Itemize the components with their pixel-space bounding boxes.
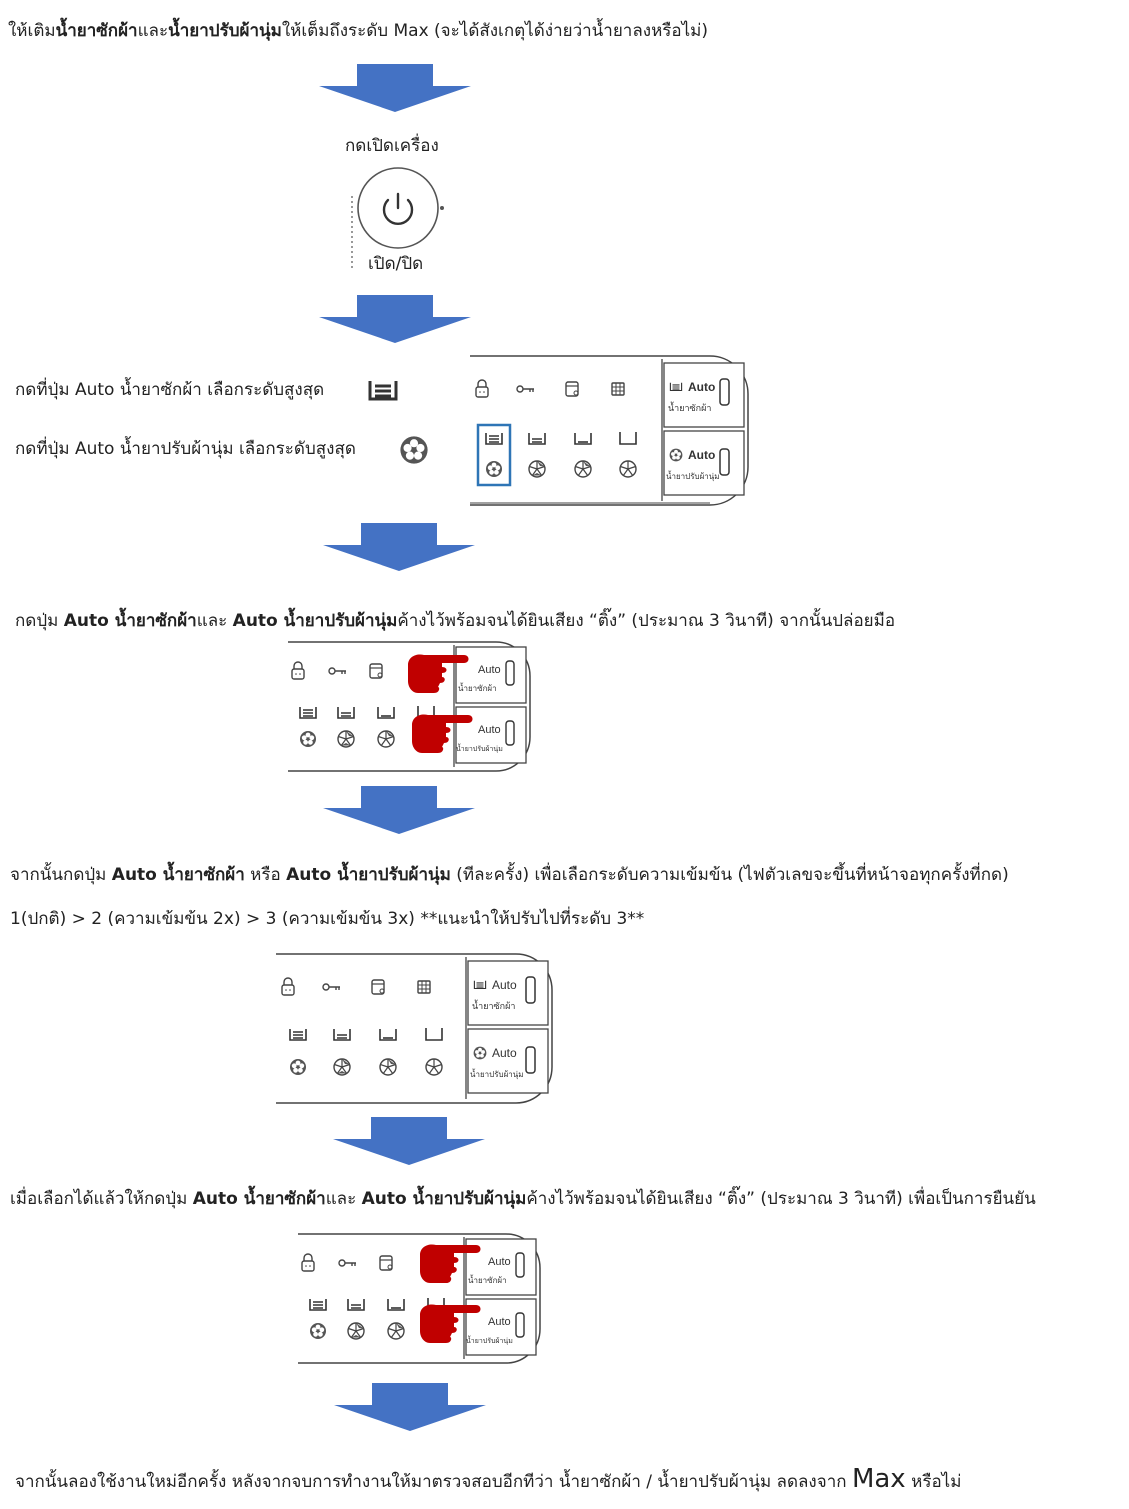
auto-detergent-label: Auto — [492, 978, 517, 992]
control-panel-4: Auto น้ำยาซักผ้า Auto น้ำยาปรับผ้านุ่ม — [298, 1233, 542, 1365]
auto-detergent-label: Auto — [688, 380, 715, 394]
step4-softener: Auto น้ำยาปรับผ้านุ่ม — [286, 865, 451, 885]
detergent-caption: น้ำยาซักผ้า — [472, 999, 515, 1012]
detergent-max-icon — [368, 381, 398, 401]
control-panel-2: Auto น้ำยาซักผ้า Auto น้ำยาปรับผ้านุ่ม — [288, 641, 532, 773]
step1-softener: น้ำยาปรับผ้านุ่ม — [168, 21, 282, 41]
detergent-caption: น้ำยาซักผ้า — [468, 1274, 507, 1285]
step5-text-b: และ — [325, 1189, 362, 1209]
step2-line1-text: กดที่ปุ่ม Auto น้ำยาซักผ้า เลือกระดับสูง… — [15, 380, 325, 400]
step1-text-a: ให้เติม — [8, 21, 56, 41]
step4-detergent: Auto น้ำยาซักผ้า — [111, 865, 245, 885]
control-panel-3: Auto น้ำยาซักผ้า Auto น้ำยาปรับผ้านุ่ม — [276, 953, 556, 1107]
control-panel-1: Auto น้ำยาซักผ้า Auto น้ำยาปรับผ้านุ่ม — [470, 355, 750, 507]
step5-softener: Auto น้ำยาปรับผ้านุ่ม — [361, 1189, 527, 1209]
power-label: เปิด/ปิด — [368, 254, 424, 274]
detergent-caption: น้ำยาซักผ้า — [668, 401, 711, 414]
step6-max: Max — [851, 1464, 906, 1494]
step3-detergent: Auto น้ำยาซักผ้า — [63, 611, 197, 631]
detergent-caption: น้ำยาซักผ้า — [458, 682, 497, 693]
auto-softener-label: Auto — [478, 724, 501, 736]
arrow-down-icon — [323, 523, 475, 571]
step3-text-a: กดปุ่ม — [15, 611, 64, 631]
step2-line1: กดที่ปุ่ม Auto น้ำยาซักผ้า เลือกระดับสูง… — [15, 379, 324, 401]
step1-text: ให้เติมน้ำยาซักผ้าและน้ำยาปรับผ้านุ่มให้… — [8, 20, 708, 42]
auto-detergent-label: Auto — [488, 1256, 511, 1268]
step5-text-c: ค้างไว้พร้อมจนได้ยินเสียง “ติ๊ง” (ประมาณ… — [526, 1189, 1036, 1209]
step5-detergent: Auto น้ำยาซักผ้า — [192, 1189, 326, 1209]
step2-line2: กดที่ปุ่ม Auto น้ำยาปรับผ้านุ่ม เลือกระด… — [15, 438, 356, 460]
step4-levels: 1(ปกติ) > 2 (ความเข้มข้น 2x) > 3 (ความเข… — [10, 909, 645, 929]
softener-max-icon — [400, 436, 428, 464]
power-button — [340, 160, 460, 280]
step1-text-b: และ — [137, 21, 169, 41]
arrow-down-icon — [319, 295, 471, 343]
step5-text: เมื่อเลือกได้แล้วให้กดปุ่ม Auto น้ำยาซัก… — [10, 1188, 1036, 1210]
arrow-down-icon — [334, 1383, 486, 1431]
step6-text: จากนั้นลองใช้งานใหม่อีกครั้ง หลังจากจบกา… — [15, 1466, 961, 1495]
step4-text-a: จากนั้นกดปุ่ม — [10, 865, 112, 885]
step5-text-a: เมื่อเลือกได้แล้วให้กดปุ่ม — [10, 1189, 193, 1209]
step3-text: กดปุ่ม Auto น้ำยาซักผ้าและ Auto น้ำยาปรั… — [15, 610, 895, 632]
auto-softener-label: Auto — [688, 448, 715, 462]
auto-detergent-label: Auto — [478, 664, 501, 676]
arrow-down-icon — [333, 1117, 485, 1165]
step4-text-b: หรือ — [244, 865, 287, 885]
step4-text: จากนั้นกดปุ่ม Auto น้ำยาซักผ้า หรือ Auto… — [10, 864, 1009, 886]
step1-detergent: น้ำยาซักผ้า — [55, 21, 138, 41]
step1-text-c: ให้เต็มถึงระดับ Max (จะได้สังเกตุได้ง่าย… — [281, 21, 708, 41]
step3-text-c: ค้างไว้พร้อมจนได้ยินเสียง “ติ๊ง” (ประมาณ… — [397, 611, 896, 631]
step2-line2-text: กดที่ปุ่ม Auto น้ำยาปรับผ้านุ่ม เลือกระด… — [15, 439, 356, 459]
step6-text-a: จากนั้นลองใช้งานใหม่อีกครั้ง หลังจากจบกา… — [15, 1472, 852, 1492]
softener-caption: น้ำยาปรับผ้านุ่ม — [456, 742, 503, 753]
arrow-down-icon — [323, 786, 475, 834]
step3-text-b: และ — [196, 611, 233, 631]
step6-text-b: หรือไม่ — [905, 1472, 962, 1492]
step3-softener: Auto น้ำยาปรับผ้านุ่ม — [232, 611, 398, 631]
step4-text-c: (ทีละครั้ง) เพื่อเลือกระดับความเข้มข้น (… — [450, 865, 1009, 885]
auto-softener-label: Auto — [488, 1316, 511, 1328]
softener-caption: น้ำยาปรับผ้านุ่ม — [666, 470, 720, 481]
auto-softener-label: Auto — [492, 1046, 517, 1060]
max-level-highlight — [476, 423, 512, 487]
arrow-down-icon — [319, 64, 471, 112]
softener-caption: น้ำยาปรับผ้านุ่ม — [470, 1068, 524, 1079]
power-title: กดเปิดเครื่อง — [345, 136, 439, 156]
power-icon — [382, 198, 414, 225]
softener-caption: น้ำยาปรับผ้านุ่ม — [466, 1334, 513, 1345]
